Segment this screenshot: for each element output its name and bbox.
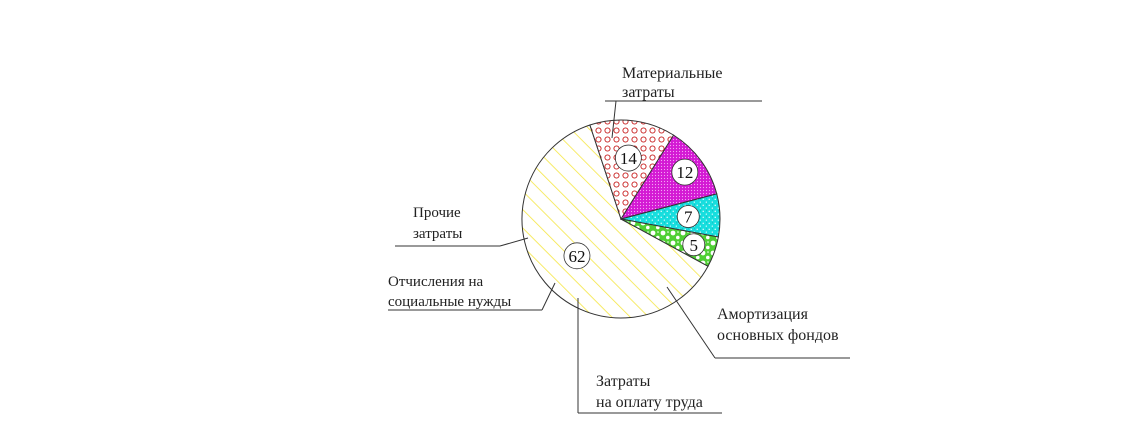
value-label-1: 62 bbox=[568, 247, 585, 266]
slice-label-4-line-1: Отчисления на bbox=[388, 274, 483, 290]
leader-lines bbox=[388, 100, 850, 414]
slice-label-2-line-2: основных фондов bbox=[717, 327, 839, 344]
value-label-5: 5 bbox=[690, 236, 699, 255]
slice-label-5-line-2: затраты bbox=[413, 226, 462, 242]
slice-label-1-line-2: затраты bbox=[622, 84, 675, 101]
value-badge-2 bbox=[614, 144, 642, 172]
pie-slice-3 bbox=[619, 134, 718, 220]
leader-line-5 bbox=[499, 237, 529, 247]
value-badge-1 bbox=[563, 242, 591, 270]
value-label-4: 7 bbox=[684, 208, 693, 227]
value-badge-3 bbox=[671, 158, 699, 186]
value-label-2: 14 bbox=[620, 149, 638, 168]
slice-label-3-line-1: Затраты bbox=[596, 373, 651, 390]
pie-slice-1 bbox=[521, 124, 709, 319]
value-label-3: 12 bbox=[676, 163, 693, 182]
slice-label-1-line-1: Материальные bbox=[622, 65, 723, 82]
value-badge-4 bbox=[676, 205, 700, 228]
value-badge-5 bbox=[682, 233, 706, 257]
leader-line-4 bbox=[541, 282, 556, 311]
slice-label-2-line-1: Амортизация bbox=[717, 306, 809, 323]
leader-line-2 bbox=[666, 286, 716, 359]
leader-line-1 bbox=[611, 100, 617, 139]
slice-label-5-line-1: Прочие bbox=[413, 205, 461, 221]
slice-label-3-line-2: на оплату труда bbox=[596, 394, 703, 411]
slice-label-4-line-2: социальные нужды bbox=[388, 294, 511, 310]
value-labels: 62 14 12 7 5 bbox=[563, 144, 706, 270]
